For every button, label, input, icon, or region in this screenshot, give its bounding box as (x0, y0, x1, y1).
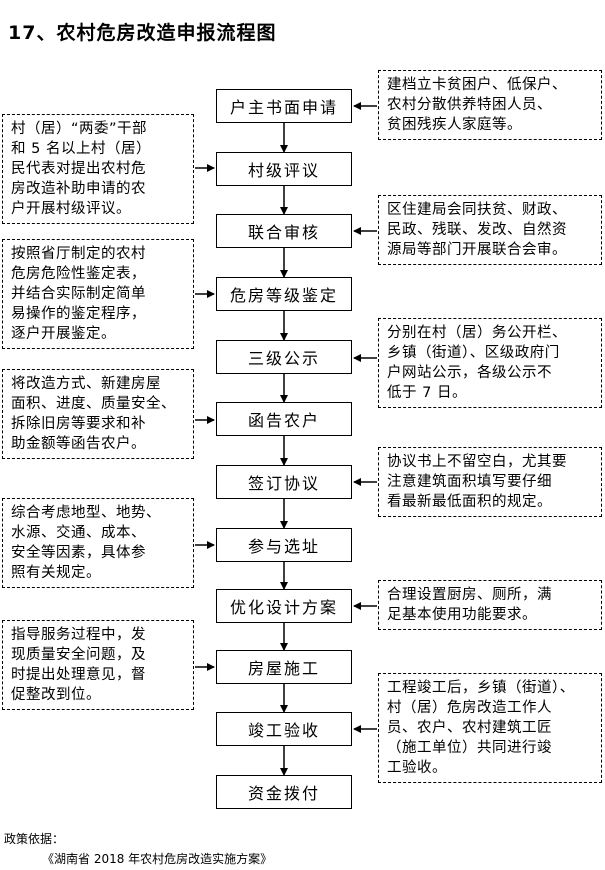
note-right-4: 协议书上不留空白，尤其要 注意建筑面积填写要仔细 看最新最低面积的规定。 (378, 447, 602, 517)
note-right-5: 合理设置厨房、厕所，满 足基本使用功能要求。 (378, 580, 602, 630)
note-left-2: 按照省厅制定的农村 危房危险性鉴定表， 并结合实际制定简单 易操作的鉴定程序， … (2, 239, 194, 349)
step-7: 签订协议 (216, 465, 352, 499)
note-left-4: 综合考虑地型、地势、 水源、交通、成本、 安全等因素，具体参 照有关规定。 (2, 498, 194, 588)
step-1: 户主书面申请 (216, 89, 352, 123)
note-right-2: 区住建局会同扶贫、财政、 民政、残联、发改、自然资 源局等部门开展联合会审。 (378, 195, 602, 265)
step-10: 房屋施工 (216, 650, 352, 684)
step-11: 竣工验收 (216, 712, 352, 746)
note-left-3: 将改造方式、新建房屋 面积、进度、质量安全、 拆除旧房等要求和补 助金额等函告农… (2, 369, 194, 459)
note-left-5: 指导服务过程中，发 现质量安全问题，及 时提出处理意见，督 促整改到位。 (2, 620, 194, 710)
page-title: 17、农村危房改造申报流程图 (8, 22, 277, 44)
step-5: 三级公示 (216, 340, 352, 374)
step-4: 危房等级鉴定 (216, 277, 352, 311)
step-2: 村级评议 (216, 152, 352, 186)
note-right-1: 建档立卡贫困户、低保户、 农村分散供养特困人员、 贫困残疾人家庭等。 (378, 70, 602, 140)
note-right-6: 工程竣工后，乡镇（街道）、 村（居）危房改造工作人 员、农户、农村建筑工匠 （施… (378, 673, 602, 783)
step-6: 函告农户 (216, 402, 352, 436)
policy-document-title: 《湖南省 2018 年农村危房改造实施方案》 (42, 852, 273, 866)
step-12: 资金拨付 (216, 775, 352, 809)
note-right-3: 分别在村（居）务公开栏、 乡镇（街道）、区级政府门 户网站公示，各级公示不 低于… (378, 318, 602, 408)
step-8: 参与选址 (216, 528, 352, 562)
note-left-1: 村（居）“两委”干部 和 5 名以上村（居） 民代表对提出农村危 房改造补助申请… (2, 114, 194, 224)
step-3: 联合审核 (216, 214, 352, 248)
policy-basis-label: 政策依据： (4, 832, 65, 846)
step-9: 优化设计方案 (216, 589, 352, 623)
